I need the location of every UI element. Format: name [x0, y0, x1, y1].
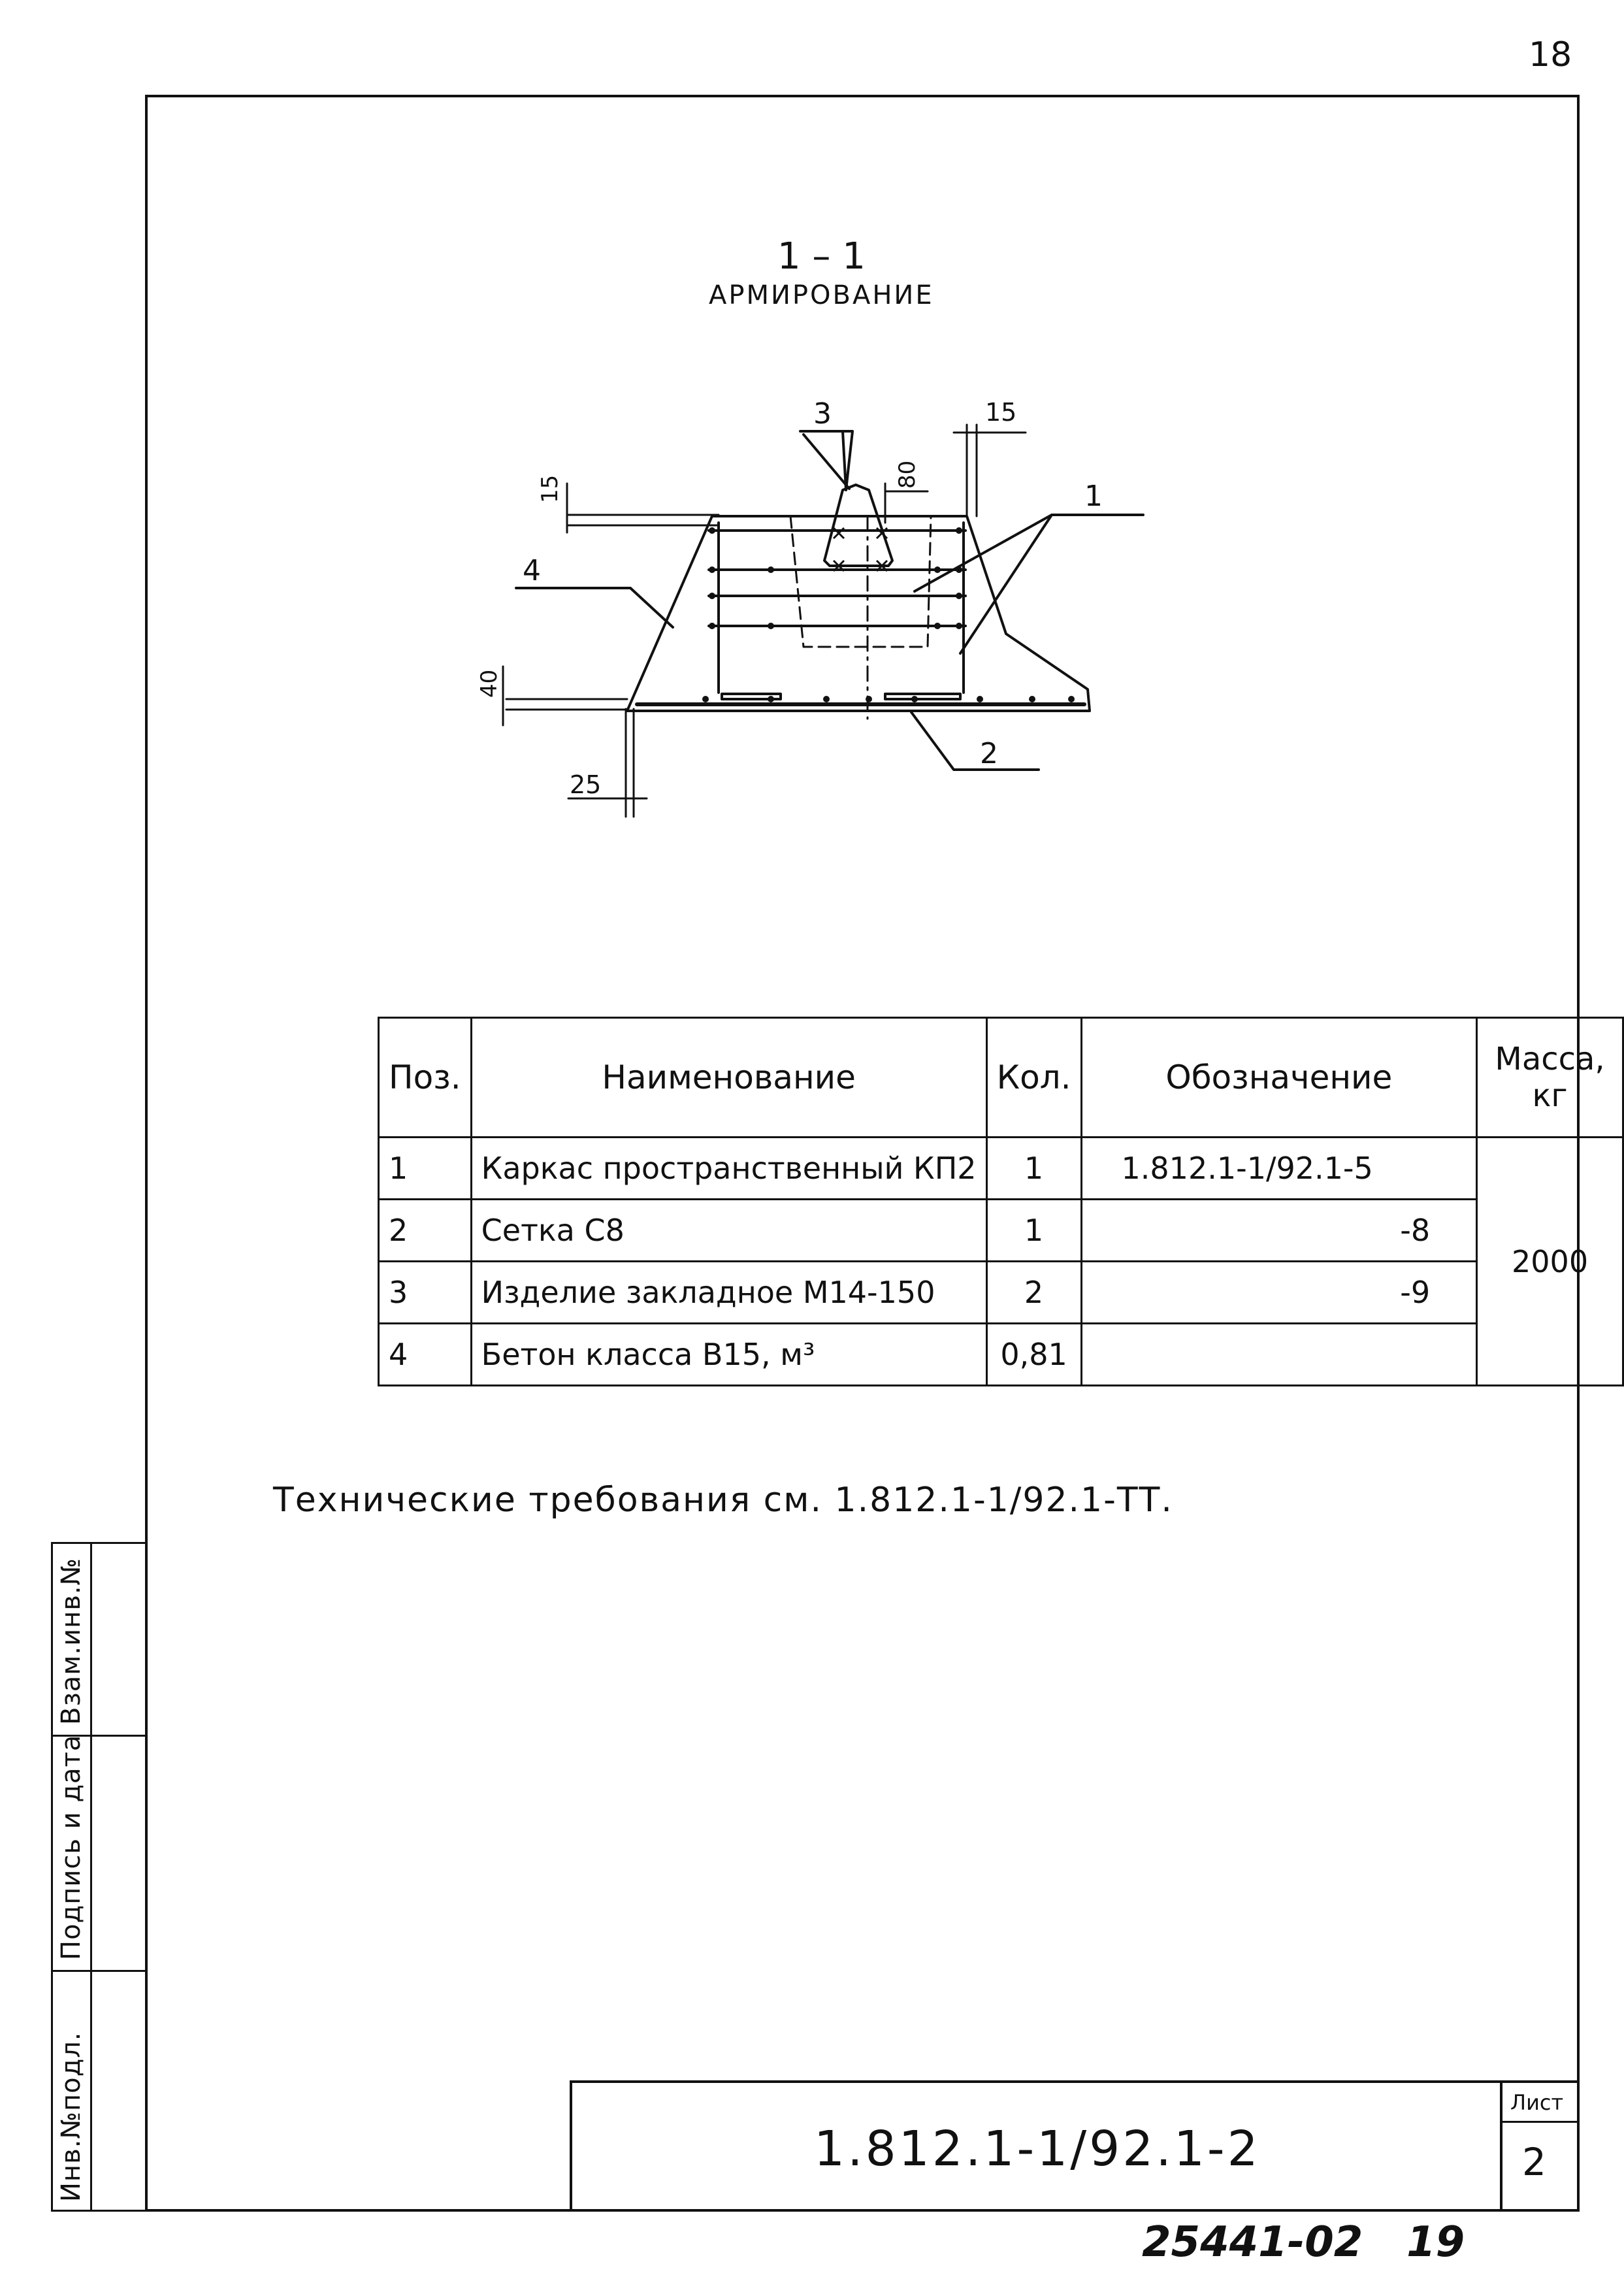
- leader-1: [913, 514, 1145, 593]
- concrete-outline: [626, 515, 1091, 712]
- title-block: 1.812.1-1/92.1-2 Лист 2: [570, 2080, 1580, 2212]
- callout-1: 1: [1084, 480, 1103, 513]
- margin-stamp: Взам.инв.№ Подпись и дата Инв.№подл.: [51, 1542, 145, 2212]
- row-name: Бетон класса В15, м³: [470, 1322, 988, 1386]
- callout-4: 4: [523, 554, 541, 587]
- row-designation: [1080, 1322, 1478, 1386]
- sheet-number: 2: [1522, 2140, 1546, 2184]
- header-pos: Поз.: [378, 1017, 472, 1138]
- document-code: 1.812.1-1/92.1-2: [814, 2121, 1261, 2177]
- embedded-item: [823, 483, 894, 567]
- header-mass: Масса, кг: [1476, 1017, 1624, 1138]
- sheet-label: Лист: [1510, 2090, 1564, 2115]
- callout-3: 3: [813, 397, 832, 431]
- header-designation: Обозначение: [1080, 1017, 1478, 1138]
- dim-15-top: 15: [985, 398, 1017, 427]
- row-pos: 4: [378, 1322, 472, 1386]
- dim-15-left: 15: [537, 474, 563, 503]
- table-header-row: Поз. Наименование Кол. Обозначение Масса…: [378, 1017, 1624, 1138]
- row-qty: 0,81: [985, 1322, 1082, 1386]
- row-designation: -8: [1080, 1198, 1478, 1262]
- row-pos: 1: [378, 1136, 472, 1200]
- row-qty: 1: [985, 1136, 1082, 1200]
- row-pos: 2: [378, 1198, 472, 1262]
- row-pos: 3: [378, 1260, 472, 1324]
- dim-25: 25: [570, 770, 602, 799]
- page-number: 18: [1529, 35, 1572, 74]
- stamp-vzam-inv: Взам.инв.№: [56, 1557, 86, 1725]
- section-subtitle: армирование: [709, 280, 934, 310]
- inner-cavity: [789, 515, 932, 648]
- table-row: 1 Каркас пространственный КП2 1 1.812.1-…: [378, 1136, 1624, 1386]
- leader-2: [910, 711, 1040, 771]
- header-qty: Кол.: [985, 1017, 1082, 1138]
- dim-40: 40: [476, 669, 502, 698]
- row-qty: 1: [985, 1198, 1082, 1262]
- table-row: 2 Сетка С8 1 -8: [378, 1198, 1623, 1262]
- row-name: Каркас пространственный КП2: [470, 1136, 988, 1200]
- specification-table: Поз. Наименование Кол. Обозначение Масса…: [378, 1017, 1624, 1386]
- header-name: Наименование: [470, 1017, 988, 1138]
- leader-4: [515, 587, 674, 629]
- row-qty: 2: [985, 1260, 1082, 1324]
- stamp-inv-podl: Инв.№подл.: [56, 2031, 86, 2202]
- row-name: Изделие закладное М14-150: [470, 1260, 988, 1324]
- footer-code: 25441-02 19: [1142, 2218, 1465, 2267]
- tech-requirements: Технические требования см. 1.812.1-1/92.…: [273, 1481, 1173, 1520]
- leader-3: [799, 430, 854, 491]
- callout-2: 2: [980, 737, 998, 770]
- table-row: 4 Бетон класса В15, м³ 0,81: [378, 1322, 1623, 1386]
- row-name: Сетка С8: [470, 1198, 988, 1262]
- sheet-cell: Лист 2: [1500, 2083, 1577, 2209]
- table-row: 3 Изделие закладное М14-150 2 -9: [378, 1260, 1623, 1324]
- row-designation: 1.812.1-1/92.1-5: [1080, 1136, 1478, 1200]
- section-title: 1 – 1: [777, 235, 866, 278]
- mass-value: 2000: [1476, 1136, 1624, 1386]
- stamp-podpis-data: Подпись и дата: [56, 1734, 86, 1960]
- reinforcement-section-drawing: [502, 423, 1145, 818]
- dim-80: 80: [894, 460, 920, 489]
- row-designation: -9: [1080, 1260, 1478, 1324]
